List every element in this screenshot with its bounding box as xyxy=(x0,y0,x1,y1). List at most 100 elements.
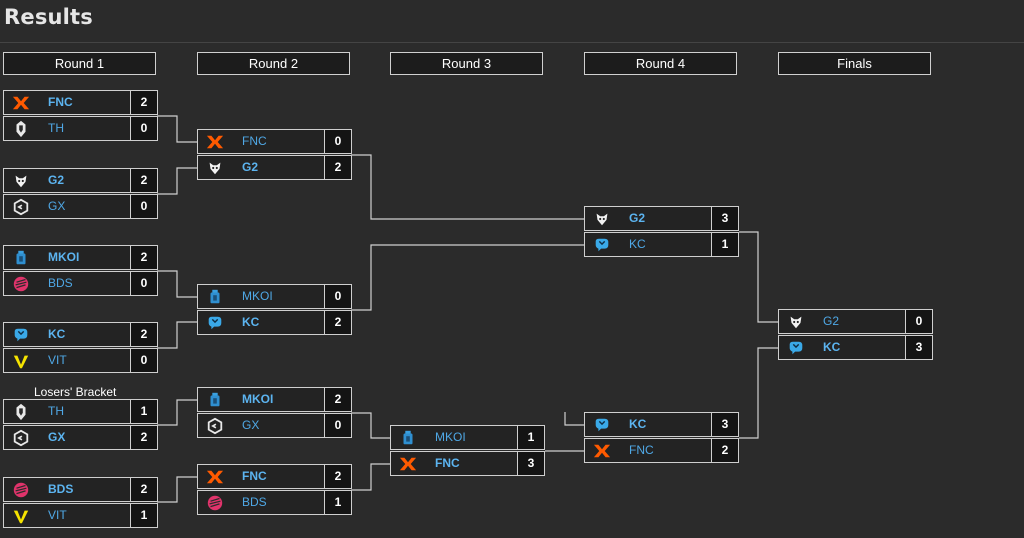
team-name: FNC xyxy=(48,95,73,109)
mkoi-icon xyxy=(6,248,36,267)
connector-r2m3 xyxy=(351,412,390,439)
connector-r4m2 xyxy=(739,347,778,439)
team-row[interactable]: KC 3 xyxy=(778,335,933,360)
team-score: 1 xyxy=(324,491,351,514)
team-name: GX xyxy=(242,418,260,432)
fnatic-icon xyxy=(200,132,230,151)
team-row[interactable]: VIT 1 xyxy=(3,503,158,528)
team-name: GX xyxy=(48,430,66,444)
team-row[interactable]: KC 2 xyxy=(197,310,352,335)
connector-r4-lower-entry xyxy=(564,412,584,426)
team-row[interactable]: FNC 2 xyxy=(3,90,158,115)
team-score: 2 xyxy=(324,388,351,411)
team-score: 2 xyxy=(130,169,157,192)
team-name: VIT xyxy=(48,508,67,522)
team-row[interactable]: KC 3 xyxy=(584,412,739,437)
connector-r2m2 xyxy=(351,244,584,311)
team-name: FNC xyxy=(629,443,654,457)
team-score: 0 xyxy=(905,310,932,333)
team-name: KC xyxy=(242,315,260,329)
heretics-icon xyxy=(6,402,36,421)
team-score: 2 xyxy=(130,91,157,114)
round-header-4: Round 4 xyxy=(584,52,737,75)
karmine-icon xyxy=(587,415,617,434)
team-name: KC xyxy=(48,327,66,341)
mkoi-icon xyxy=(200,390,230,409)
bds-icon xyxy=(200,493,230,512)
team-score: 3 xyxy=(711,207,738,230)
team-score: 2 xyxy=(324,311,351,334)
connector-r1m6 xyxy=(157,476,197,503)
giantx-icon xyxy=(6,428,36,447)
bds-icon xyxy=(6,274,36,293)
team-row[interactable]: GX 2 xyxy=(3,425,158,450)
team-score: 3 xyxy=(905,336,932,359)
g2-icon xyxy=(200,158,230,177)
team-score: 3 xyxy=(711,413,738,436)
team-name: KC xyxy=(629,417,647,431)
team-row[interactable]: TH 0 xyxy=(3,116,158,141)
team-name: TH xyxy=(48,121,64,135)
team-score: 2 xyxy=(324,465,351,488)
team-score: 1 xyxy=(711,233,738,256)
round-header-2: Round 2 xyxy=(197,52,350,75)
fnatic-icon xyxy=(393,454,423,473)
fnatic-icon xyxy=(200,467,230,486)
team-name: BDS xyxy=(48,482,74,496)
team-score: 1 xyxy=(130,504,157,527)
team-score: 2 xyxy=(130,426,157,449)
mkoi-icon xyxy=(393,428,423,447)
team-name: TH xyxy=(48,404,64,418)
team-score: 3 xyxy=(517,452,544,475)
team-name: KC xyxy=(823,340,841,354)
fnatic-icon xyxy=(587,441,617,460)
team-name: VIT xyxy=(48,353,67,367)
losers-bracket-label: Losers' Bracket xyxy=(34,385,117,399)
connector-r2m4 xyxy=(351,463,390,491)
team-score: 0 xyxy=(130,195,157,218)
page-title: Results xyxy=(4,5,93,29)
connector-r1m2 xyxy=(157,167,197,195)
round-header-finals: Finals xyxy=(778,52,931,75)
team-name: MKOI xyxy=(242,289,273,303)
mkoi-icon xyxy=(200,287,230,306)
team-row[interactable]: GX 0 xyxy=(197,413,352,438)
team-score: 0 xyxy=(324,414,351,437)
team-score: 0 xyxy=(130,117,157,140)
connector-r2m1 xyxy=(351,154,584,220)
